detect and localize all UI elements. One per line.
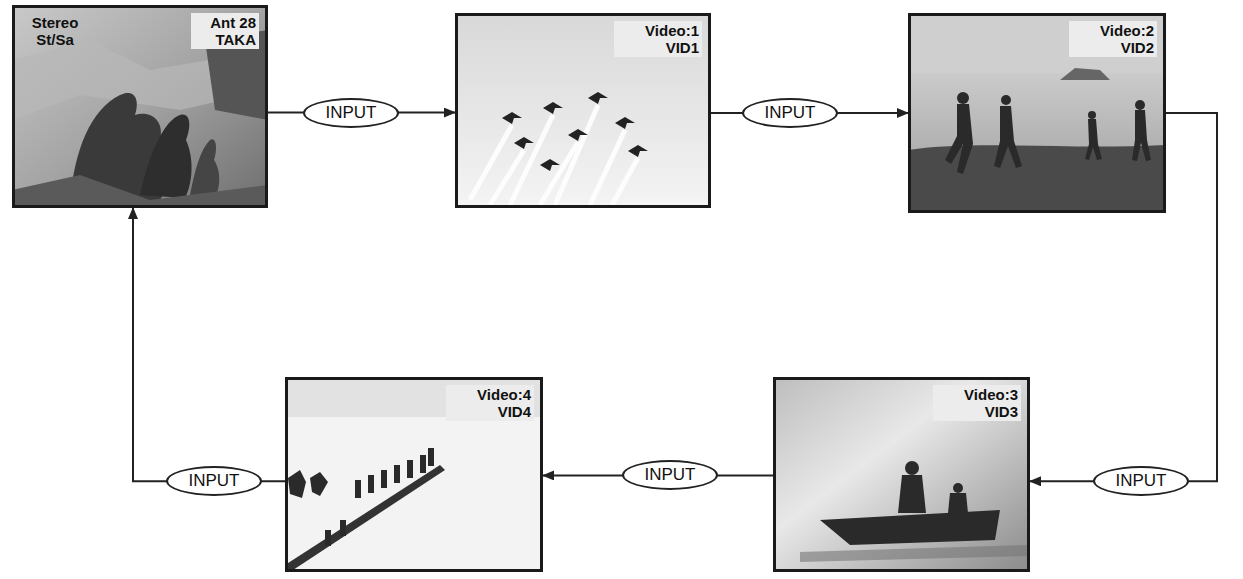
beach-photo (908, 13, 1166, 213)
screen-caption: Video:3 VID3 (933, 385, 1021, 421)
jets-photo (455, 13, 711, 208)
screen-caption: Stereo St/Sa (21, 13, 89, 49)
tv-screen: Video:1 VID1 (455, 13, 711, 208)
sea-lion-photo (12, 5, 268, 208)
input-arrow (1030, 113, 1217, 481)
input-button-label: INPUT (622, 460, 718, 490)
input-arrow (133, 208, 285, 481)
screen-caption: Video:2 VID2 (1069, 21, 1157, 57)
tv-screen: Video:3 VID3 (773, 377, 1030, 572)
input-button-label: INPUT (166, 466, 262, 496)
tv-screen: Video:4 VID4 (285, 377, 543, 572)
input-button-label: INPUT (303, 98, 399, 128)
screen-caption: Ant 28 TAKA (191, 13, 259, 49)
tv-screen: Stereo St/Sa Ant 28 TAKA (12, 5, 268, 208)
screen-caption: Video:4 VID4 (446, 385, 534, 421)
input-button-label: INPUT (1093, 466, 1189, 496)
screen-caption: Video:1 VID1 (614, 21, 702, 57)
snow-climbers-photo (285, 377, 543, 572)
input-button-label: INPUT (742, 98, 838, 128)
tv-screen: Video:2 VID2 (908, 13, 1166, 213)
boat-photo (773, 377, 1030, 572)
